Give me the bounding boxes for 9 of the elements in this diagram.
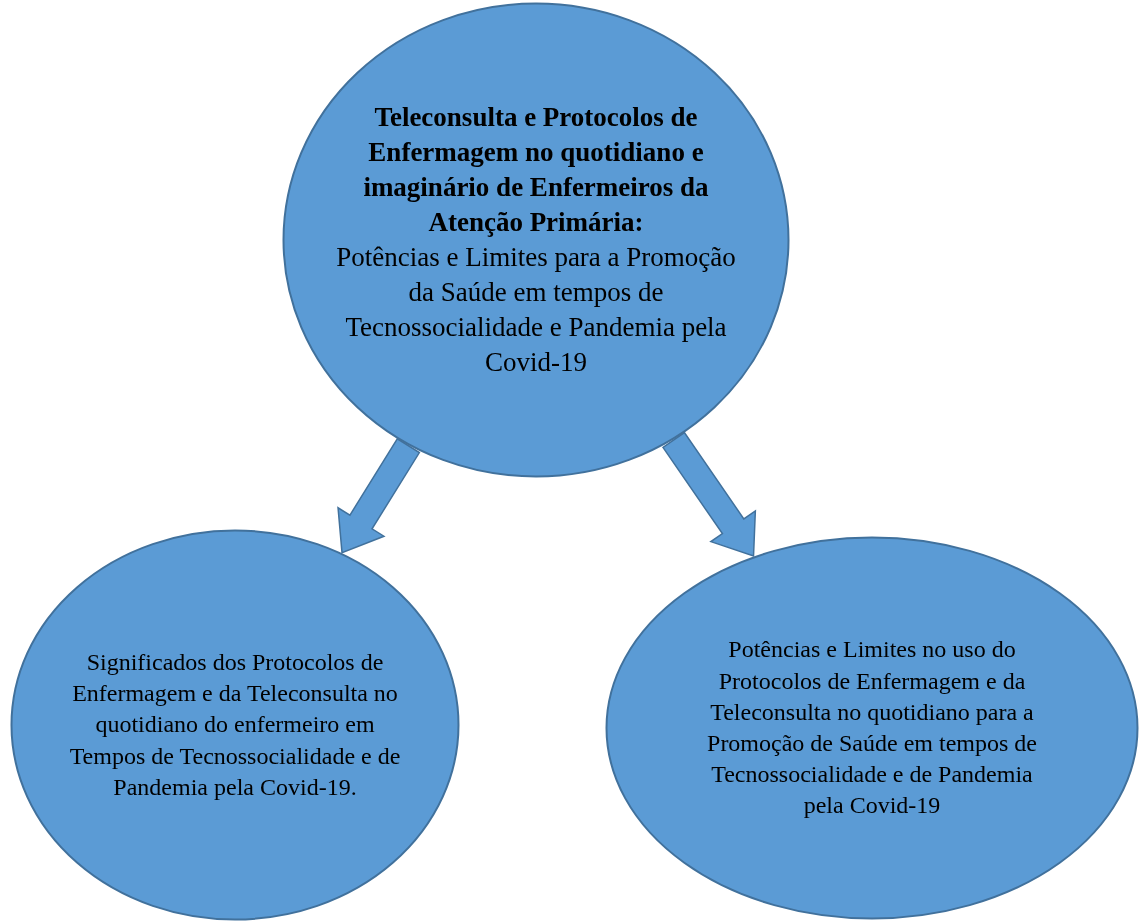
- block-arrow: [661, 431, 757, 557]
- node-text: Potências e Limites no uso do Protocolos de Enfermagem e da Teleconsulta no quotidiano para a Promoção de Saúde em tempos de Tecnossocialidade e de Pandemia pela Covid-19: [706, 635, 1038, 821]
- block-arrow: [337, 437, 421, 554]
- ellipse-node: [605, 536, 1139, 920]
- node-text: Significados dos Protocolos de Enfermagem e da Teleconsulta no quotidiano do enfermeiro em Tempos de Tecnossocialidade e de Pandemia pela Covid-19.: [68, 648, 402, 802]
- ellipse-node: [282, 2, 790, 478]
- node-heading: Teleconsulta e Protocolos de Enfermagem no quotidiano e imaginário de Enfermeiros da Atenção Primária:: [362, 100, 710, 239]
- ellipse-node: [10, 529, 460, 921]
- node-text: Potências e Limites para a Promoção da Saúde em tempos de Tecnossocialidade e Pandemia pela Covid-19: [336, 241, 736, 380]
